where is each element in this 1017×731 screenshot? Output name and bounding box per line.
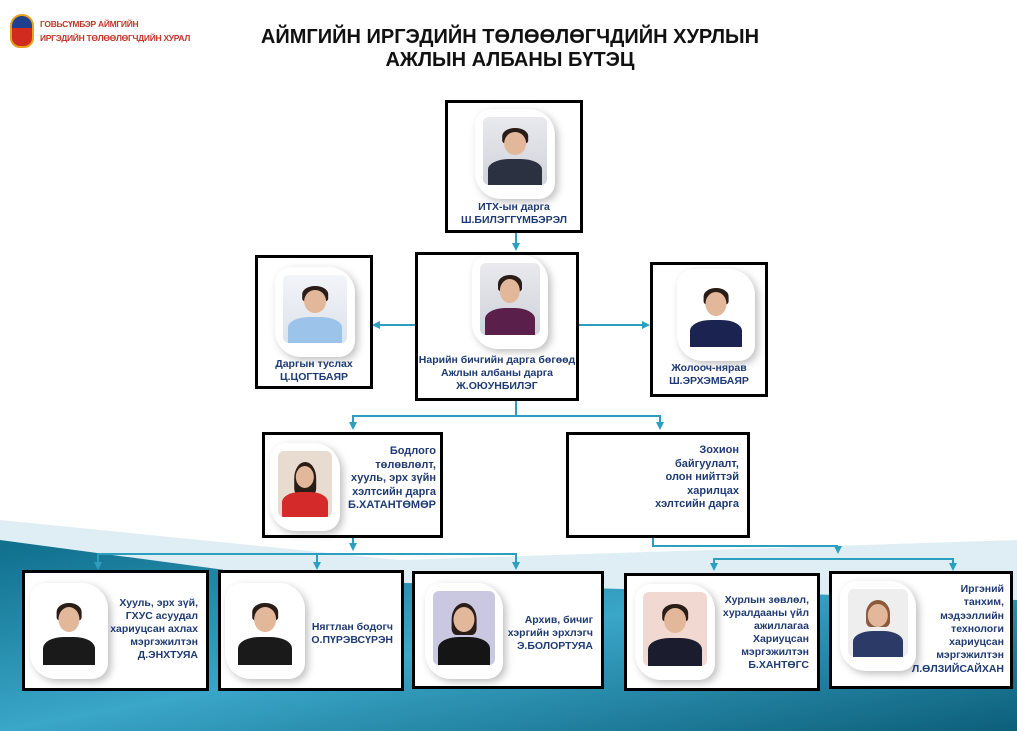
- photo-legal: [30, 583, 108, 679]
- connector: [952, 558, 954, 564]
- arrow-down-icon: [512, 562, 520, 570]
- node-role: Хурлын зөвлөл,: [724, 594, 809, 606]
- node-role: Зохион: [699, 444, 739, 456]
- node-role: технологи: [951, 622, 1004, 635]
- arrow-left-icon: [372, 321, 380, 329]
- node-role: харилцах: [687, 484, 739, 497]
- node-name: Л.ӨЛЗИЙСАЙХАН: [911, 662, 1004, 675]
- node-role: танхим,: [963, 596, 1004, 609]
- connector: [97, 553, 99, 563]
- connector: [352, 415, 660, 417]
- arrow-down-icon: [313, 562, 321, 570]
- node-role: ГХУС асуудал: [125, 610, 198, 622]
- arrow-down-icon: [834, 546, 842, 554]
- connector: [380, 324, 415, 326]
- emblem-icon: [10, 14, 34, 48]
- node-name: Ц.ЦОГТБАЯР: [279, 371, 349, 383]
- node-driver[interactable]: Жолооч-нярав Ш.ЭРХЭМБАЯР: [650, 262, 768, 397]
- node-policy-head[interactable]: Бодлого төлөвлөлт, хууль, эрх зүйн хэлтс…: [262, 432, 443, 538]
- node-name: Д.ЭНХТУЯА: [137, 649, 198, 661]
- node-role: Ажлын албаны дарга: [441, 367, 553, 379]
- node-role: хэлтсийн дарга: [352, 485, 436, 498]
- logo-line1: ГОВЬСҮМБЭР АЙМГИЙН: [40, 19, 139, 29]
- node-legal[interactable]: Хууль, эрх зүй, ГХУС асуудал хариуцсан а…: [22, 570, 209, 691]
- node-role: Даргын туслах: [275, 358, 353, 370]
- node-role: мэргэжилтэн: [741, 646, 809, 658]
- node-role: Хариуцсан: [752, 633, 809, 645]
- node-role: хууль, эрх зүйн: [350, 472, 436, 484]
- node-accountant[interactable]: Нягтлан бодогч О.ПҮРЭВСҮРЭН: [218, 570, 404, 691]
- node-role: төлөвлөлт,: [375, 458, 436, 471]
- photo-accountant: [225, 583, 305, 679]
- node-role: мэргэжилтэн: [130, 636, 198, 648]
- photo-driver: [677, 269, 755, 361]
- photo-policy-head: [270, 443, 340, 531]
- node-role: хэлтсийн дарга: [655, 498, 739, 510]
- node-role: ажиллагаа: [754, 620, 809, 632]
- connector: [652, 537, 654, 545]
- node-session[interactable]: Хурлын зөвлөл, хуралдааны үйл ажиллагаа …: [624, 573, 820, 691]
- photo-citizen-hall: [840, 581, 916, 671]
- node-org-head[interactable]: Зохион байгуулалт, олон нийттэй харилцах…: [566, 432, 750, 538]
- node-role: мэдээллийн: [940, 609, 1004, 622]
- arrow-right-icon: [642, 321, 650, 329]
- photo-chairman: [475, 109, 555, 199]
- node-chairman[interactable]: ИТХ-ын дарга Ш.БИЛЭГГҮМБЭРЭЛ: [445, 100, 583, 233]
- page-title: АЙМГИЙН ИРГЭДИЙН ТӨЛӨӨЛӨГЧДИЙН ХУРЛЫН АЖ…: [260, 26, 760, 71]
- arrow-down-icon: [710, 563, 718, 571]
- logo-line2: ИРГЭДИЙН ТӨЛӨӨЛӨГЧДИЙН ХУРАЛ: [40, 33, 191, 43]
- connector: [352, 537, 354, 544]
- arrow-down-icon: [656, 422, 664, 430]
- node-role: ИТХ-ын дарга: [478, 201, 550, 213]
- node-role: Жолооч-нярав: [671, 362, 747, 374]
- node-name: Ж.ОЮУНБИЛЭГ: [456, 380, 538, 392]
- node-role: Хууль, эрх зүй,: [119, 597, 198, 609]
- node-role: Нягтлан бодогч: [311, 621, 393, 633]
- node-role: мэргэжилтэн: [936, 649, 1004, 662]
- connector: [713, 558, 715, 564]
- connector: [713, 558, 953, 560]
- connector: [97, 553, 515, 555]
- node-role: Архив, бичиг: [524, 614, 593, 626]
- node-citizen-hall[interactable]: Иргэний танхим, мэдээллийн технологи хар…: [829, 571, 1013, 689]
- photo-archive: [425, 583, 503, 679]
- arrow-down-icon: [94, 562, 102, 570]
- connector: [652, 545, 838, 547]
- node-role: Иргэний: [960, 583, 1004, 595]
- node-role: хариуцсан ахлах: [110, 623, 198, 635]
- logo: ГОВЬСҮМБЭР АЙМГИЙН ИРГЭДИЙН ТӨЛӨӨЛӨГЧДИЙ…: [10, 14, 190, 48]
- node-role: хэргийн эрхлэгч: [507, 627, 593, 639]
- node-role: хариуцсан: [949, 636, 1004, 649]
- arrow-down-icon: [949, 563, 957, 571]
- arrow-down-icon: [512, 243, 520, 251]
- node-role: Нарийн бичгийн дарга бөгөөд: [418, 354, 576, 366]
- connector: [515, 553, 517, 563]
- connector: [316, 553, 318, 563]
- connector: [352, 415, 354, 423]
- node-role: байгуулалт,: [674, 457, 739, 470]
- arrow-down-icon: [349, 543, 357, 551]
- photo-secretary: [472, 255, 548, 349]
- node-role: олон нийттэй: [665, 471, 740, 483]
- node-name: Э.БОЛОРТУЯА: [516, 640, 593, 652]
- node-assistant[interactable]: Даргын туслах Ц.ЦОГТБАЯР: [255, 255, 373, 389]
- arrow-down-icon: [349, 422, 357, 430]
- connector: [659, 415, 661, 423]
- node-name: Б.ХАНТӨГС: [748, 659, 809, 671]
- node-role: хуралдааны үйл: [722, 607, 809, 619]
- photo-assistant: [275, 267, 355, 357]
- node-role: Бодлого: [389, 445, 436, 457]
- node-name: Б.ХАТАНТӨМӨР: [348, 499, 436, 511]
- node-name: Ш.БИЛЭГГҮМБЭРЭЛ: [460, 214, 568, 226]
- connector: [578, 324, 642, 326]
- node-name: О.ПҮРЭВСҮРЭН: [311, 634, 393, 646]
- photo-session: [635, 584, 715, 680]
- node-secretary[interactable]: Нарийн бичгийн дарга бөгөөд Ажлын албаны…: [415, 252, 579, 401]
- connector: [515, 232, 517, 244]
- node-name: Ш.ЭРХЭМБАЯР: [669, 375, 749, 387]
- connector: [515, 400, 517, 415]
- node-archive[interactable]: Архив, бичиг хэргийн эрхлэгч Э.БОЛОРТУЯА: [412, 571, 604, 689]
